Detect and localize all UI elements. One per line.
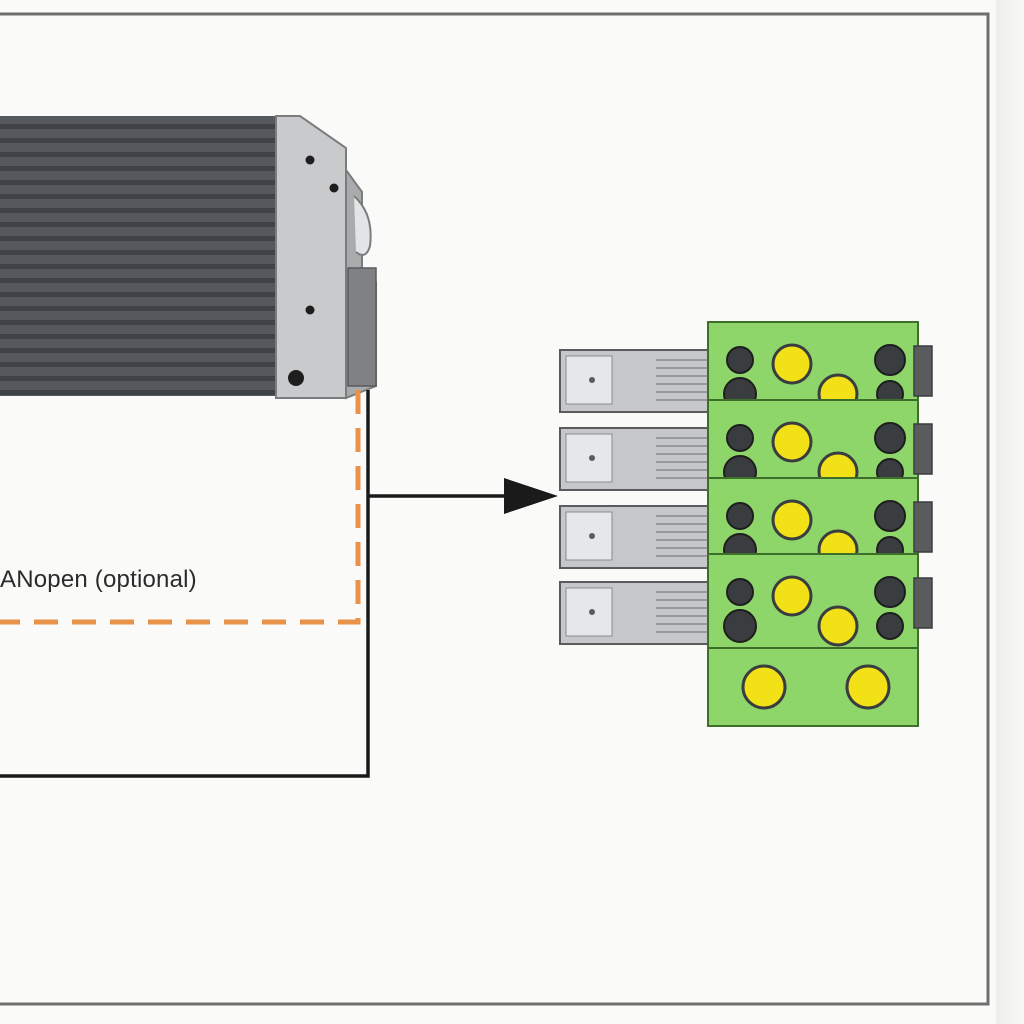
heatsink-fin [0,138,276,143]
heatsink-fin [0,152,276,157]
screw-terminal [874,500,906,532]
heatsink-fin [0,306,276,311]
heatsink-fin [0,180,276,185]
heatsink-fins [0,124,276,395]
terminal-row-tab [913,423,933,475]
screw-terminal [726,502,754,530]
plug-connector-icon [559,349,711,413]
heatsink-fin [0,292,276,297]
bracket-screw [329,183,339,193]
screw-terminal [876,612,904,640]
plug-screw [589,609,595,615]
connector-port [347,267,377,387]
bracket-screw [288,370,304,386]
screw-terminal [726,346,754,374]
plug-connector-icon [559,505,711,569]
spring-terminal [771,499,813,541]
heatsink-fin [0,376,276,381]
heatsink-fin [0,334,276,339]
heatsink-fin [0,166,276,171]
terminal-row-tab [913,501,933,553]
spring-terminal [771,343,813,385]
bracket-screw [305,155,315,165]
terminal-rows [707,321,933,649]
drive-unit [0,115,377,400]
heatsink-fin [0,348,276,353]
bracket-screw [305,305,315,315]
screw-terminal [874,576,906,608]
heatsink-fin [0,320,276,325]
heatsink-fin [0,362,276,367]
screw-terminal [874,422,906,454]
spring-terminal [771,575,813,617]
spring-terminal [817,605,859,647]
heatsink-fin [0,236,276,241]
screw-terminal [723,609,757,643]
bus-connection-line [0,390,370,778]
heatsink-fin [0,390,276,395]
plug-screw [589,533,595,539]
plug-connector-icon [559,427,711,491]
finned-heatsink-drive-icon [0,116,282,396]
heatsink-fin [0,278,276,283]
heatsink-fin [0,222,276,227]
optional-connection-line [0,390,361,625]
terminal-row-tab [913,577,933,629]
spring-terminal [771,421,813,463]
heatsink-fin [0,194,276,199]
base-terminal [741,664,787,710]
plug-connector-icon [559,581,711,645]
heatsink-fin [0,208,276,213]
heatsink-fin [0,124,276,129]
screw-terminal [726,424,754,452]
optional-connection-label: ANopen (optional) [0,566,197,593]
page-margin [996,0,1024,1024]
heatsink-fin [0,250,276,255]
arrowhead-icon [504,478,558,514]
diagram-frame [0,12,990,1006]
terminal-row-tab [913,345,933,397]
plug-connectors [559,349,711,645]
terminal-block-icon [559,321,933,727]
screw-terminal [726,578,754,606]
terminal-row [707,553,933,649]
base-terminal [845,664,891,710]
heatsink-fin [0,264,276,269]
screw-terminal [874,344,906,376]
bracket-hook [353,195,372,256]
plug-screw [589,377,595,383]
plug-screw [589,455,595,461]
